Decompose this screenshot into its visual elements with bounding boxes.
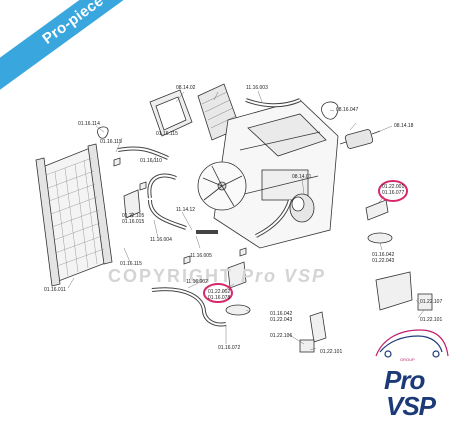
part-label: 01.22.043 bbox=[372, 258, 395, 264]
copyright-watermark: COPYRIGHT Pro VSP bbox=[108, 266, 326, 287]
part-label: 01.22.101 bbox=[420, 317, 443, 323]
part-label: 01.22.107 bbox=[420, 299, 443, 305]
part-label: 01.16.114 bbox=[78, 121, 100, 127]
watermark-brand: Pro VSP bbox=[241, 266, 327, 286]
part-label: 01.16.011 bbox=[44, 287, 66, 293]
logo-car-icon bbox=[375, 329, 449, 358]
part-label: 01.22.001 bbox=[382, 184, 405, 190]
part-label: 11.16.003 bbox=[246, 85, 268, 91]
part-label: 11.16.005 bbox=[190, 253, 212, 259]
fuel-filter bbox=[339, 129, 381, 149]
part-label: 01.22.002 bbox=[208, 289, 231, 295]
oil-filter bbox=[289, 193, 315, 223]
part-label: 01.16.042 bbox=[372, 252, 395, 258]
part-label: 01.16.072 bbox=[218, 345, 241, 351]
part-label: 11.16.004 bbox=[150, 237, 172, 243]
radiator bbox=[35, 143, 113, 287]
part-label: 01.16.115 bbox=[100, 139, 122, 145]
logo-vsp-text: VSP bbox=[386, 391, 436, 421]
cooling-fan bbox=[197, 161, 247, 211]
highlight-circle-mount bbox=[203, 283, 233, 303]
part-label: 08.14.01 bbox=[292, 174, 312, 180]
leader-lines bbox=[67, 90, 425, 351]
part-label: 01.16.115 bbox=[120, 261, 142, 267]
mount-brackets bbox=[113, 157, 433, 353]
part-label: 01.22.101 bbox=[320, 349, 343, 355]
air-filter-housing bbox=[149, 89, 193, 137]
part-label: 01.16.015 bbox=[122, 219, 145, 225]
part-label: 01.16.115 bbox=[156, 131, 178, 137]
part-label: 11.16.002 bbox=[186, 279, 208, 285]
part-label: 01.22.043 bbox=[270, 317, 293, 323]
part-label: 01.22.106 bbox=[270, 333, 293, 339]
logo-group-text: GROUP bbox=[400, 357, 415, 362]
highlight-circle-thermostat bbox=[378, 180, 408, 202]
part-label: 01.16.042 bbox=[270, 311, 293, 317]
hose-clamp bbox=[96, 101, 339, 139]
logo-pro-text: Pro bbox=[384, 365, 425, 395]
part-label: 08.16.047 bbox=[336, 107, 359, 113]
part-label: 11.14.12 bbox=[176, 207, 196, 213]
part-label: 01.22.105 bbox=[122, 213, 145, 219]
watermark-copyright: COPYRIGHT bbox=[108, 266, 234, 286]
part-label: 01.16.077 bbox=[382, 190, 405, 196]
part-label: 08.14.02 bbox=[176, 85, 196, 91]
part-label: 08.14.18 bbox=[394, 123, 414, 129]
part-label: 01.16.078 bbox=[208, 295, 231, 301]
part-label: 01.16.110 bbox=[140, 158, 162, 164]
